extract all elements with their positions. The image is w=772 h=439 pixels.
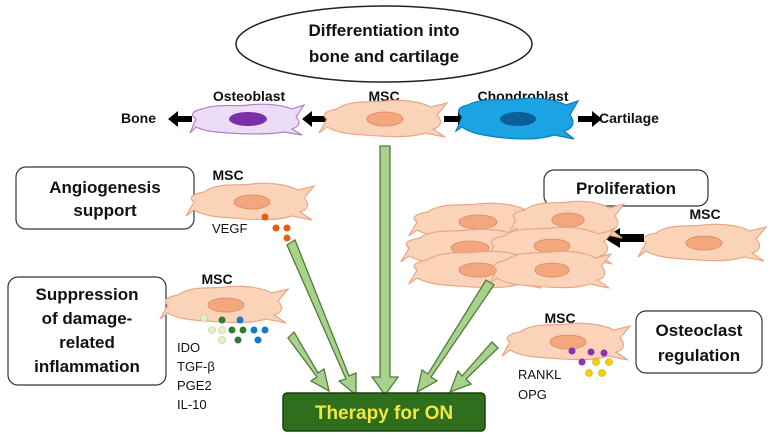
tgfb-label: TGF-β — [177, 359, 215, 374]
osteoclast-line-1: Osteoclast — [656, 321, 743, 340]
osteoblast-label: Osteoblast — [213, 88, 286, 104]
angiogenesis-line-1: Angiogenesis — [49, 178, 160, 197]
angiogenesis-line-2: support — [73, 201, 137, 220]
bone-label: Bone — [121, 110, 156, 126]
opg-label: OPG — [518, 387, 547, 402]
osteoclast-box: Osteoclast regulation — [635, 310, 763, 374]
proliferation-single-msc-cell — [637, 223, 767, 262]
angiogenesis-msc-cell — [185, 182, 315, 221]
title-line-2: bone and cartilage — [309, 47, 459, 66]
top-msc-cell — [318, 99, 448, 138]
title-ellipse: Differentiation into bone and cartilage — [235, 5, 533, 83]
arrow-msc-to-osteoblast — [302, 111, 326, 127]
suppression-line-3: related — [59, 333, 115, 352]
suppression-line-2: of damage- — [42, 309, 133, 328]
proliferation-label: Proliferation — [576, 179, 676, 198]
osteoclast-msc-label: MSC — [544, 310, 575, 326]
green-arrows — [286, 145, 499, 397]
green-arrow-proliferation — [416, 279, 495, 394]
proliferation-msc-label: MSC — [689, 206, 720, 222]
vegf-dots — [261, 213, 291, 242]
angiogenesis-msc-label: MSC — [212, 167, 243, 183]
green-arrow-osteoclast — [448, 341, 499, 394]
suppression-dots — [200, 314, 269, 344]
suppression-msc-label: MSC — [201, 271, 232, 287]
angiogenesis-box: Angiogenesis support — [15, 166, 195, 230]
vegf-label: VEGF — [212, 221, 247, 236]
pge2-label: PGE2 — [177, 378, 212, 393]
suppression-line-4: inflammation — [34, 357, 140, 376]
arrow-to-bone — [168, 111, 192, 127]
cartilage-label: Cartilage — [599, 110, 659, 126]
green-arrow-angiogenesis — [286, 239, 357, 397]
therapy-label: Therapy for ON — [315, 403, 453, 424]
osteoclast-line-2: regulation — [658, 346, 740, 365]
proliferation-box: Proliferation — [543, 169, 709, 207]
green-arrow-suppression — [287, 330, 330, 393]
therapy-box: Therapy for ON — [282, 392, 486, 432]
osteoclast-msc-cell — [501, 322, 631, 361]
rankl-opg-dots — [568, 347, 613, 377]
il10-label: IL-10 — [177, 397, 207, 412]
osteoblast-cell — [189, 103, 306, 136]
suppression-box: Suppression of damage- related inflammat… — [7, 276, 167, 386]
title-line-1: Differentiation into — [308, 21, 459, 40]
chondroblast-cell — [454, 97, 580, 140]
rankl-label: RANKL — [518, 367, 561, 382]
green-arrow-center — [370, 145, 400, 397]
proliferating-cell-cluster — [400, 200, 625, 289]
suppression-line-1: Suppression — [36, 285, 139, 304]
arrow-to-cartilage — [578, 111, 602, 127]
ido-label: IDO — [177, 340, 200, 355]
